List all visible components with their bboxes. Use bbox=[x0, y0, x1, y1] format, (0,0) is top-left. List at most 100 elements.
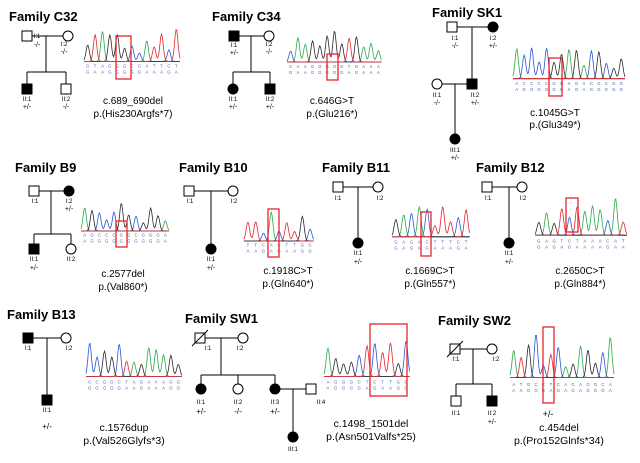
mutation-highlight-box bbox=[420, 211, 432, 257]
base-call-glyph: G bbox=[86, 64, 90, 69]
base-call-glyph: A bbox=[348, 70, 351, 75]
female-affected-symbol bbox=[487, 21, 499, 33]
individual-id: I:1 bbox=[335, 196, 342, 202]
base-call-glyph: G bbox=[123, 70, 127, 75]
base-call-glyph: G bbox=[140, 379, 144, 384]
base-call-glyph: G bbox=[156, 239, 160, 244]
base-call-glyph: G bbox=[308, 249, 312, 254]
base-call-glyph: G bbox=[620, 81, 624, 86]
base-call-glyph: T bbox=[560, 239, 563, 244]
labels: I:1 I:2 II:1 +/- bbox=[335, 196, 384, 266]
pedigree bbox=[481, 181, 528, 249]
base-call-glyph: A bbox=[326, 379, 329, 384]
base-call-glyph: G bbox=[98, 239, 102, 244]
base-call-glyph: G bbox=[342, 385, 346, 390]
base-call-glyph: A bbox=[515, 81, 518, 86]
pedigree bbox=[446, 340, 498, 407]
base-call-glyph: G bbox=[397, 385, 401, 390]
mutation-highlight-box bbox=[115, 220, 128, 248]
base-call-glyph: C bbox=[373, 379, 376, 384]
individual-id: II:1 bbox=[354, 251, 363, 257]
base-call-glyph: A bbox=[155, 379, 158, 384]
base-call-glyph: A bbox=[377, 70, 380, 75]
base-call-glyph: A bbox=[304, 64, 307, 69]
base-call-glyph: T bbox=[175, 64, 178, 69]
base-call-glyph: A bbox=[433, 246, 436, 251]
base-call-glyph: G bbox=[537, 87, 541, 92]
genotype: +/- bbox=[505, 259, 514, 266]
base-call-glyph: G bbox=[156, 233, 160, 238]
mutation-highlight-box bbox=[115, 35, 132, 80]
base-call-glyph: T bbox=[381, 379, 384, 384]
individual-id: II:1 bbox=[433, 93, 442, 99]
base-call-glyph: A bbox=[297, 64, 300, 69]
individual-id: II:3 bbox=[271, 400, 280, 406]
base-call-glyph: G bbox=[110, 379, 114, 384]
mutation-cdna: c.1918C>T bbox=[263, 266, 312, 277]
base-call-glyph: A bbox=[609, 382, 612, 387]
mutation-cdna: c.1045G>T bbox=[530, 108, 580, 119]
genotype: +/- bbox=[65, 206, 74, 213]
base-call-glyph: C bbox=[523, 81, 526, 86]
base-call-glyph: A bbox=[591, 245, 594, 250]
base-call-glyph: G bbox=[130, 70, 134, 75]
female-unaffected-symbol bbox=[486, 343, 498, 355]
base-call-glyph: G bbox=[358, 385, 362, 390]
individual-id: II:1 bbox=[229, 97, 238, 103]
mutation-cdna: c.2650C>T bbox=[555, 266, 604, 277]
trace-line bbox=[85, 342, 182, 377]
family-title: Family B9 bbox=[15, 160, 76, 175]
base-call-glyph: C bbox=[557, 382, 560, 387]
base-call-glyph: G bbox=[142, 233, 146, 238]
base-call-glyph: G bbox=[527, 388, 531, 393]
male-unaffected-symbol bbox=[332, 181, 344, 193]
individual-id: I:1 bbox=[231, 43, 238, 49]
base-call-glyph: G bbox=[149, 239, 153, 244]
base-call-glyph: C bbox=[568, 239, 571, 244]
genotype: +/- bbox=[471, 100, 480, 107]
family-title: Family C32 bbox=[9, 9, 78, 24]
base-call-glyph: G bbox=[140, 385, 144, 390]
individual-id: II:2 bbox=[62, 97, 71, 103]
base-call-glyph: A bbox=[297, 70, 300, 75]
male-affected-symbol bbox=[21, 83, 33, 95]
base-call-glyph: G bbox=[553, 239, 557, 244]
family-title: Family C34 bbox=[212, 9, 281, 24]
genotype: -/- bbox=[63, 104, 70, 111]
base-call-glyph: A bbox=[583, 239, 586, 244]
base-call-glyph: A bbox=[83, 239, 86, 244]
mutation-highlight-box bbox=[267, 208, 280, 258]
male-unaffected-symbol bbox=[446, 21, 458, 33]
base-call-glyph: C bbox=[538, 81, 541, 86]
base-call-glyph: A bbox=[579, 382, 582, 387]
base-call-glyph: G bbox=[553, 245, 557, 250]
base-call-glyph: T bbox=[389, 379, 392, 384]
genotype: +/- bbox=[196, 407, 206, 416]
female-affected-symbol bbox=[352, 237, 364, 249]
base-call-glyph: C bbox=[112, 233, 115, 238]
base-call-glyph: G bbox=[523, 87, 527, 92]
individual-id: II:2 bbox=[471, 93, 480, 99]
base-call-glyph: A bbox=[366, 385, 369, 390]
mutation-highlight-box bbox=[548, 57, 563, 97]
base-call-glyph: G bbox=[167, 70, 171, 75]
family-title: Family SK1 bbox=[432, 5, 502, 20]
genotype: +/- bbox=[266, 104, 275, 111]
mutation-cdna: c.454del bbox=[539, 422, 579, 434]
individual-id: I:1 bbox=[187, 199, 194, 205]
mutation-cdna: c.1669C>T bbox=[405, 266, 454, 277]
panel-sk1: Family SK1 I:1 -/- I:2 +/- II:1 -/- II:2… bbox=[431, 5, 626, 162]
genotype: +/- bbox=[229, 104, 238, 111]
male-unaffected-symbol bbox=[60, 83, 72, 95]
individual-id: I:1 bbox=[453, 357, 460, 363]
base-call-glyph: G bbox=[537, 245, 541, 250]
base-call-glyph: G bbox=[552, 81, 556, 86]
individual-id: III:1 bbox=[450, 148, 461, 154]
trace-line bbox=[81, 203, 169, 232]
base-call-glyph: G bbox=[601, 388, 605, 393]
trace-line bbox=[287, 36, 382, 63]
